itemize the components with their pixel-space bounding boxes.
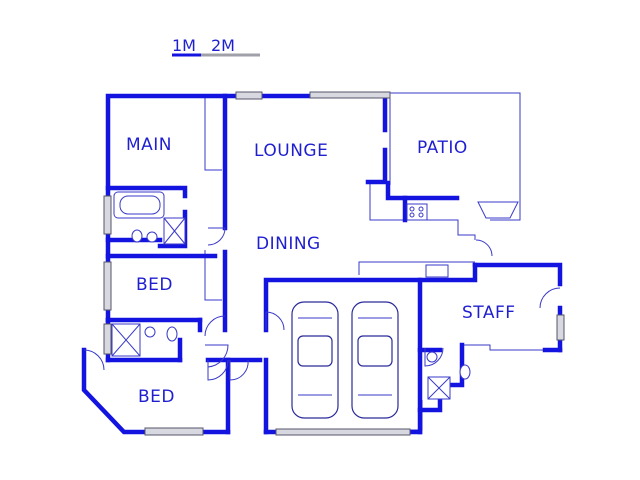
- lounge-recess: [204, 96, 222, 171]
- room-label-bed-2: BED: [138, 387, 175, 407]
- bathtub-inner: [119, 195, 161, 215]
- room-label-bed-1: BED: [136, 275, 173, 295]
- window-bath-1: [103, 195, 112, 235]
- window-lounge-1: [235, 91, 263, 100]
- room-label-main: MAIN: [126, 135, 172, 155]
- toilet-1: [131, 229, 143, 243]
- basin-3: [426, 351, 438, 363]
- scale-label-2m: 2M: [211, 36, 235, 55]
- scale-label-1m: 1M: [172, 36, 196, 55]
- stove: [406, 203, 428, 221]
- bed-recess: [204, 250, 222, 301]
- room-label-lounge: LOUNGE: [254, 141, 328, 161]
- scale-bar: 1M 2M: [172, 36, 260, 57]
- basin-1: [146, 231, 158, 243]
- toilet-2: [166, 326, 178, 342]
- braai: [477, 201, 519, 219]
- kitchen-counter-outline: [369, 183, 476, 240]
- basin-2: [144, 326, 156, 338]
- staff-step: [462, 344, 545, 351]
- window-lounge-2: [309, 91, 391, 99]
- patio-outline: [390, 92, 521, 221]
- fixtures: [111, 191, 519, 400]
- thin-outlines: [204, 92, 545, 431]
- garage-door: [275, 428, 411, 436]
- doors: [83, 227, 561, 381]
- room-label-patio: PATIO: [417, 138, 468, 158]
- walls: [81, 93, 563, 435]
- garage-cars: [291, 301, 399, 419]
- room-label-dining: DINING: [256, 234, 321, 254]
- window-bed-2: [144, 427, 204, 436]
- window-staff: [556, 314, 565, 341]
- kitchen-sink: [425, 264, 449, 278]
- toilet-3: [459, 364, 471, 380]
- window-bath-2: [103, 323, 112, 355]
- counter-outline: [358, 261, 475, 275]
- windows: [103, 91, 565, 436]
- window-bed-1: [103, 261, 112, 311]
- room-label-staff: STAFF: [462, 303, 516, 323]
